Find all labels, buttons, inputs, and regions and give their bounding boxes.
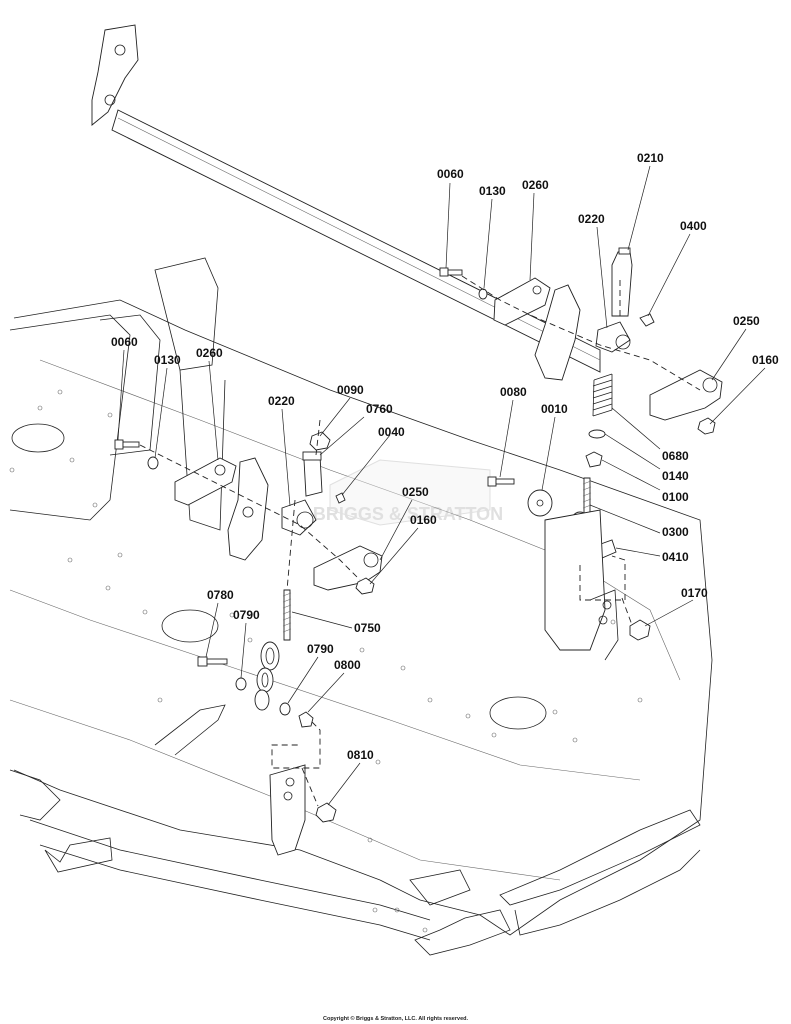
- right-upper-assembly: [439, 247, 723, 661]
- callout-0260-left: 0260: [196, 346, 223, 360]
- callout-0080: 0080: [500, 385, 527, 399]
- callout-0300: 0300: [662, 525, 689, 539]
- callout-0140: 0140: [662, 469, 689, 483]
- callout-0790-lower: 0790: [307, 642, 334, 656]
- callout-0220-right: 0220: [578, 212, 605, 226]
- copyright-notice: Copyright © Briggs & Stratton, LLC. All …: [322, 1016, 469, 1022]
- callout-0400: 0400: [680, 219, 707, 233]
- lift-rod: [91, 24, 601, 373]
- watermark-text: BRIGGS & STRATTON: [313, 504, 503, 524]
- callout-0800: 0800: [334, 658, 361, 672]
- callout-0790-upper: 0790: [233, 608, 260, 622]
- callout-0060-left: 0060: [111, 335, 138, 349]
- callout-0780: 0780: [207, 588, 234, 602]
- leader-lines: [117, 165, 766, 806]
- callout-0160-left: 0160: [410, 513, 437, 527]
- callout-0760: 0760: [366, 402, 393, 416]
- callout-0100: 0100: [662, 490, 689, 504]
- callout-0410: 0410: [662, 550, 689, 564]
- callout-0680: 0680: [662, 449, 689, 463]
- brand-watermark: BRIGGS & STRATTON: [313, 459, 503, 526]
- callout-0750: 0750: [354, 621, 381, 635]
- callout-0010: 0010: [541, 402, 568, 416]
- callout-0210: 0210: [637, 151, 664, 165]
- mower-deck: [9, 257, 713, 956]
- callout-0250-right: 0250: [733, 314, 760, 328]
- callout-0160-right: 0160: [752, 353, 779, 367]
- left-assembly: [114, 419, 383, 856]
- callout-0130-right: 0130: [479, 184, 506, 198]
- callout-0170: 0170: [681, 586, 708, 600]
- callout-0220-left: 0220: [268, 394, 295, 408]
- callout-0260-right: 0260: [522, 178, 549, 192]
- callout-labels: 0060 0130 0260 0210 0220 0400 0250 0160 …: [111, 151, 779, 762]
- callout-0250-left: 0250: [402, 485, 429, 499]
- callout-0060-right: 0060: [437, 167, 464, 181]
- callout-0130-left: 0130: [154, 353, 181, 367]
- callout-0810: 0810: [347, 748, 374, 762]
- callout-0040: 0040: [378, 425, 405, 439]
- callout-0090: 0090: [337, 383, 364, 397]
